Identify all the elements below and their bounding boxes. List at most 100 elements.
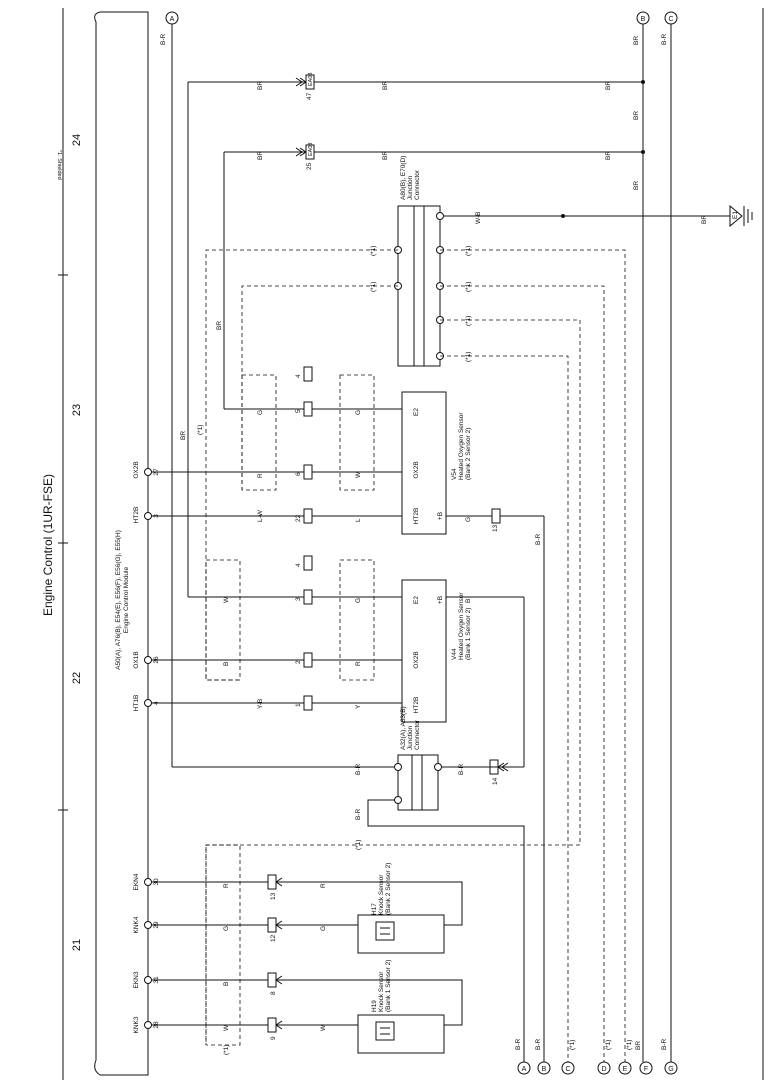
svg-text:(*1): (*1): [465, 352, 472, 362]
svg-text:G: G: [257, 410, 264, 415]
connector-ea03-47: EA03 47: [295, 73, 315, 100]
svg-text:E1: E1: [732, 211, 739, 219]
offpage-c-top: C: [664, 11, 678, 25]
svg-text:(Bank 1 Sensor 2): (Bank 1 Sensor 2): [385, 960, 392, 1012]
svg-text:B: B: [542, 1066, 547, 1073]
svg-text:14: 14: [492, 777, 499, 785]
svg-text:(*1): (*1): [197, 425, 204, 435]
ground-e1: E1: [729, 204, 753, 228]
svg-text:G: G: [355, 410, 362, 415]
svg-text:(*1): (*1): [223, 1045, 230, 1055]
svg-text:Connector: Connector: [414, 169, 421, 200]
svg-text:5: 5: [295, 409, 302, 413]
offpage-a-top: A: [165, 11, 179, 25]
svg-text:4: 4: [295, 563, 302, 567]
svg-text:(*1): (*1): [370, 246, 377, 256]
svg-text:HT2B: HT2B: [133, 507, 140, 524]
svg-text:OX1B: OX1B: [133, 651, 140, 668]
svg-text:HT2B: HT2B: [413, 697, 420, 714]
svg-text:EKN4: EKN4: [133, 873, 140, 890]
svg-text:+B: +B: [437, 596, 444, 604]
svg-text:BR: BR: [382, 81, 389, 90]
svg-text:BR: BR: [633, 36, 640, 45]
svg-text:KNK4: KNK4: [133, 916, 140, 933]
connector-eb02-8: 8: [267, 972, 283, 995]
svg-text:(*1): (*1): [605, 1040, 612, 1050]
offpage-f-bottom: F: [639, 1061, 653, 1075]
svg-text:BR: BR: [633, 181, 640, 190]
svg-text:(*1): (*1): [569, 1040, 576, 1050]
ecm-pin-ht2b: HT2B 3: [133, 507, 160, 524]
offpage-a-bottom: A: [517, 1061, 531, 1075]
connector-aa01-13: 13: [491, 508, 501, 532]
svg-text:L: L: [355, 518, 362, 522]
connector-aa01-group-v54: 4 5 6 22: [295, 366, 313, 524]
svg-text:9: 9: [270, 1036, 277, 1040]
svg-text:Y: Y: [355, 704, 362, 709]
svg-text:EKN3: EKN3: [133, 971, 140, 988]
svg-text:(*1): (*1): [465, 282, 472, 292]
svg-text:W: W: [355, 471, 362, 478]
connector-aa01-group-v44: 4 3 2 1: [295, 555, 313, 711]
svg-text:B-R: B-R: [515, 1039, 522, 1051]
svg-text:B-R: B-R: [355, 764, 362, 776]
svg-text:B-R: B-R: [661, 34, 668, 46]
svg-text:W: W: [320, 1024, 327, 1031]
svg-text:E2: E2: [413, 596, 420, 604]
offpage-b-bottom: B: [537, 1061, 551, 1075]
ecm-pin-ox2b: OX2B 27: [133, 461, 160, 478]
svg-text:R: R: [320, 883, 327, 888]
sensor-v54: OX2B E2 HT2B +B V54 Heated Oxygen Sensor…: [401, 391, 472, 535]
junction-connector-top: A80(B), E70(D) Junction Connector: [394, 156, 444, 367]
svg-text:H17: H17: [371, 903, 378, 915]
junction-connector-bottom: A32(A), A33(B) Junction Connector: [394, 706, 442, 811]
offpage-b-top: B: [636, 11, 650, 25]
knock-sensor-h19: H19 Knock Sensor (Bank 1 Sensor 2): [357, 960, 445, 1054]
svg-text:Heated Oxygen Sensor: Heated Oxygen Sensor: [458, 412, 465, 480]
svg-text:BR: BR: [633, 111, 640, 120]
svg-text:B: B: [223, 662, 230, 666]
svg-text:(Bank 1 Sensor 2): (Bank 1 Sensor 2): [465, 608, 472, 660]
svg-text:R: R: [355, 661, 362, 666]
svg-text:KNK3: KNK3: [133, 1016, 140, 1033]
svg-text:V44: V44: [451, 648, 458, 660]
svg-text:Heated Oxygen Sensor: Heated Oxygen Sensor: [458, 592, 465, 660]
svg-text:25: 25: [306, 162, 313, 170]
svg-text:Junction: Junction: [407, 725, 414, 750]
svg-text:G: G: [320, 926, 327, 931]
svg-text:4: 4: [295, 374, 302, 378]
svg-text:C: C: [565, 1066, 570, 1073]
svg-text:6: 6: [295, 472, 302, 476]
svg-text:+B: +B: [437, 512, 444, 520]
connector-ea03-25: EA03 25: [295, 143, 315, 170]
page-number-23: 23: [71, 404, 83, 416]
svg-text:Junction: Junction: [407, 175, 414, 200]
svg-text:22: 22: [295, 514, 302, 522]
svg-text:47: 47: [306, 92, 313, 100]
svg-text:(Bank 2 Sensor 2): (Bank 2 Sensor 2): [385, 863, 392, 915]
svg-text:G: G: [355, 598, 362, 603]
svg-text:G: G: [668, 1066, 673, 1073]
svg-text:D: D: [601, 1066, 606, 1073]
svg-text:HT2B: HT2B: [413, 508, 420, 525]
svg-text:3: 3: [295, 597, 302, 601]
svg-text:8: 8: [270, 991, 277, 995]
svg-text:E2: E2: [413, 408, 420, 416]
connector-eb02-13: 13: [267, 874, 283, 900]
svg-text:B: B: [223, 982, 230, 986]
svg-text:BR: BR: [701, 215, 708, 224]
svg-text:BR: BR: [605, 151, 612, 160]
svg-text:B: B: [641, 16, 646, 23]
footnote: *1: Shielded: [56, 150, 62, 180]
svg-text:HT1B: HT1B: [133, 695, 140, 712]
svg-text:A80(B), E70(D): A80(B), E70(D): [400, 156, 407, 200]
svg-text:Connector: Connector: [414, 719, 421, 750]
page-title: Engine Control (1UR-FSE): [41, 474, 55, 616]
svg-text:(*1): (*1): [626, 1040, 633, 1050]
svg-text:BR: BR: [605, 81, 612, 90]
offpage-g-bottom: G: [664, 1061, 678, 1075]
svg-text:C: C: [668, 16, 673, 23]
connector-eb02-12: 12: [267, 917, 283, 942]
